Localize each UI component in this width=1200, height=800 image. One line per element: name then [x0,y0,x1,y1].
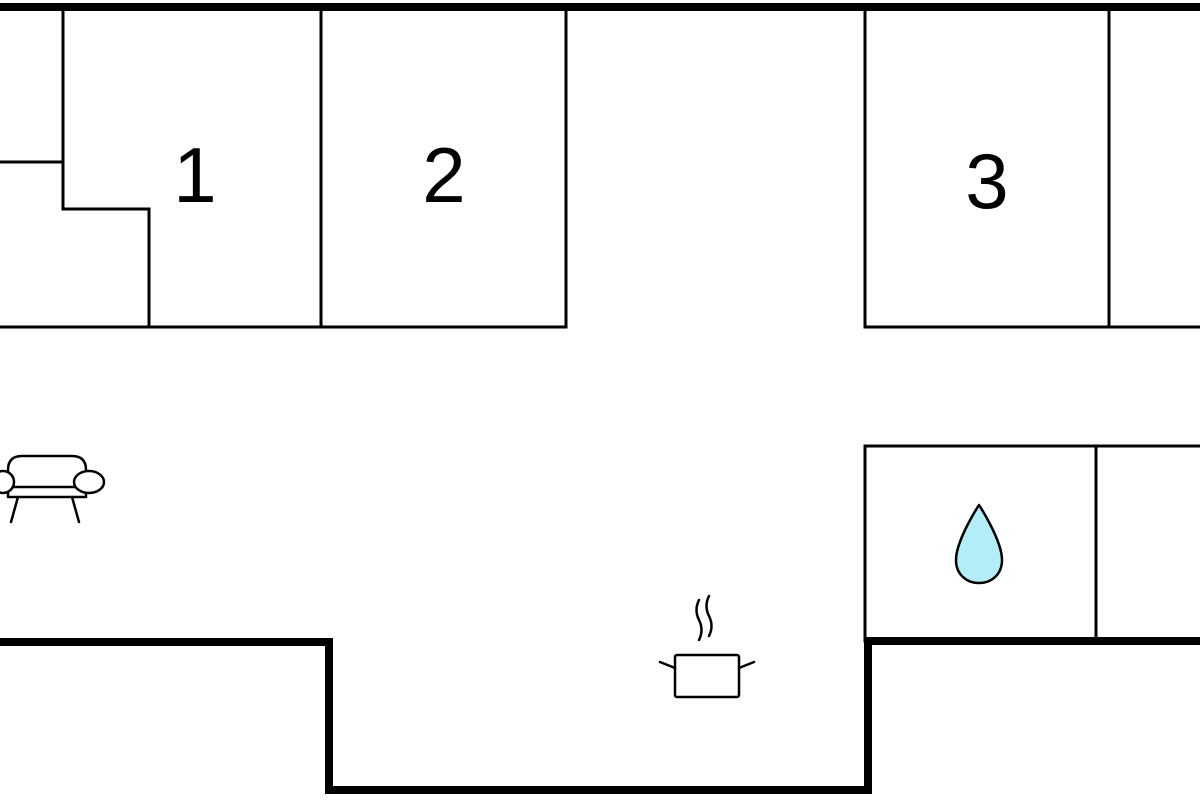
cooking-pot-icon [658,594,756,699]
sofa-icon [0,454,106,524]
room-label-1: 1 [173,131,216,219]
wall-right-room [863,8,1200,329]
wall-step-2 [61,207,151,329]
walls [0,3,1200,794]
outer-wall-bottom [0,637,1200,794]
wall-bathroom [863,444,1200,643]
water-drop-icon [954,503,1004,585]
wall-left-room [0,8,568,329]
room-label-2: 2 [422,131,465,219]
room-label-3: 3 [965,137,1008,225]
